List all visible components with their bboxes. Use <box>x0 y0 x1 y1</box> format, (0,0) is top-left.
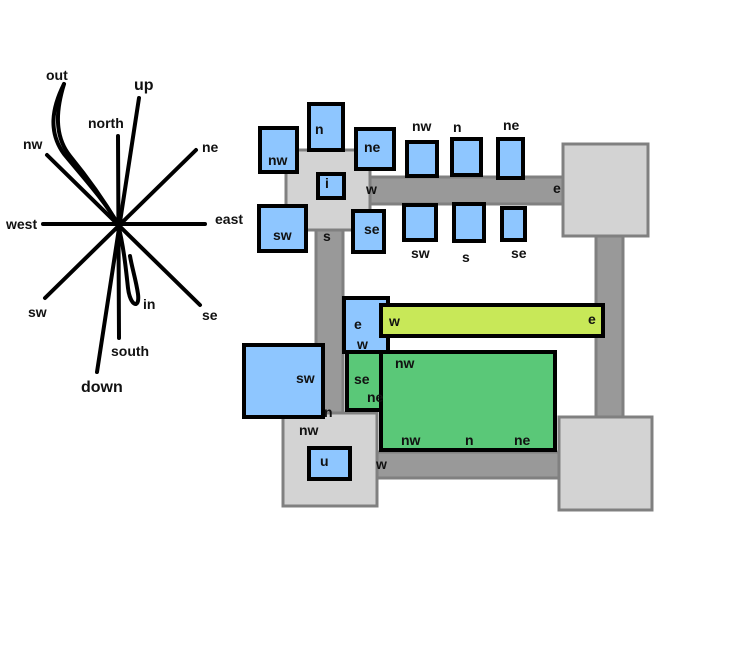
green-small-box <box>345 350 384 412</box>
box-mid-sw <box>242 343 325 419</box>
bl-label-nw: nw <box>299 422 319 438</box>
compass-label-south: south <box>111 343 149 359</box>
box-tc-s <box>452 202 486 243</box>
compass-in-curve <box>116 222 141 306</box>
box-bottom-u <box>307 446 352 481</box>
rooms <box>281 142 654 512</box>
bl-label-w: w <box>375 456 387 472</box>
mid-label-n: n <box>324 404 333 420</box>
box-tc-ne <box>496 137 525 180</box>
box-tl-nw <box>258 126 299 174</box>
tl-label-i: i <box>325 175 329 191</box>
tc-label-e: e <box>553 180 561 196</box>
compass-label-out: out <box>46 67 68 83</box>
compass-label-up: up <box>134 77 154 94</box>
tc-label-ne: ne <box>503 117 520 133</box>
tl-label-ne: ne <box>364 139 381 155</box>
compass-label-se: se <box>202 307 218 323</box>
compass-label-nw: nw <box>23 136 43 152</box>
lime-bar <box>379 303 605 338</box>
tl-label-sw: sw <box>273 227 292 243</box>
tc-label-sw: sw <box>411 245 430 261</box>
mid-label-e: e <box>354 316 362 332</box>
compass-label-in: in <box>143 296 155 312</box>
tc-label-se: se <box>511 245 527 261</box>
green-label-n: n <box>465 432 474 448</box>
tl-label-se: se <box>364 221 380 237</box>
highlight-areas <box>345 303 605 452</box>
mid-label-sw: sw <box>296 370 315 386</box>
box-tc-sw <box>402 203 438 242</box>
green-label-nw-top: nw <box>395 355 415 371</box>
box-tl-se <box>351 209 386 254</box>
room-top-right <box>561 142 650 238</box>
corridor-bottom <box>372 450 562 480</box>
compass-label-ne: ne <box>202 139 219 155</box>
box-tl-n <box>307 102 345 152</box>
tl-label-w: w <box>365 181 377 197</box>
tl-label-nw: nw <box>268 152 288 168</box>
box-tc-se <box>500 206 527 242</box>
tc-label-nw: nw <box>412 118 432 134</box>
compass-out-curve <box>51 82 120 226</box>
green-big-room <box>379 350 557 452</box>
tl-label-n: n <box>315 121 324 137</box>
tl-label-s: s <box>323 228 331 244</box>
box-tc-n <box>450 137 483 177</box>
compass-out-curve-2 <box>55 82 120 226</box>
exit-boxes <box>242 102 527 481</box>
compass-label-sw: sw <box>28 304 47 320</box>
bl-label-u: u <box>320 453 329 469</box>
tc-label-n: n <box>453 119 462 135</box>
lime-label-w: w <box>388 313 400 329</box>
compass-label-west: west <box>5 216 37 232</box>
tc-label-s: s <box>462 249 470 265</box>
green-small-label-se: se <box>354 371 370 387</box>
compass-nw-se-line <box>45 153 202 307</box>
room-bottom-right <box>557 415 654 512</box>
map-labels: nw n ne i w sw s se nw n ne e sw s se e … <box>268 117 596 472</box>
mid-label-w-small: w <box>356 336 368 352</box>
lime-label-e: e <box>588 311 596 327</box>
box-tc-nw <box>405 140 439 178</box>
compass-label-north: north <box>88 115 124 131</box>
corridor-top <box>368 175 566 206</box>
green-label-ne: ne <box>514 432 531 448</box>
green-label-nw: nw <box>401 432 421 448</box>
box-tl-i <box>316 172 346 200</box>
green-small-label-ne: ne <box>367 389 384 405</box>
compass-up-down-line <box>95 96 141 374</box>
compass-rose <box>41 82 207 374</box>
compass-label-down: down <box>81 379 123 396</box>
compass-labels: out up north nw ne west east sw in se so… <box>5 67 243 396</box>
box-tl-sw <box>257 204 308 253</box>
compass-label-east: east <box>215 211 243 227</box>
box-tl-ne <box>354 127 396 171</box>
